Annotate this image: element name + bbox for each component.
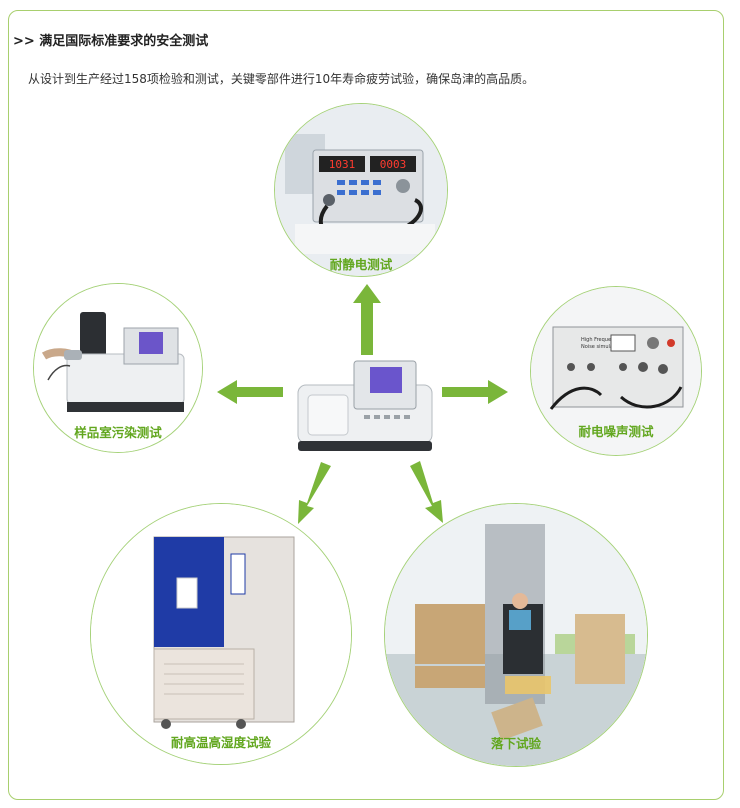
noise-simulator-image: High Frequency Noise simulator [531,287,701,455]
arrow-right [442,380,508,404]
center-spectrophotometer-image [297,360,433,451]
noise-test-circle: High Frequency Noise simulator 耐电噪声测试 [530,286,702,456]
static-tester-image: 1031 0003 [275,104,447,276]
arrow-up [353,284,381,355]
noise-panel-title-1: High Frequency [581,337,620,343]
humidity-test-circle: 耐高温高湿度试验 [90,503,352,765]
static-test-label: 耐静电测试 [329,257,393,272]
humidity-test-label: 耐高温高湿度试验 [170,735,271,750]
noise-test-label: 耐电噪声测试 [578,424,654,439]
noise-panel-title-2: Noise simulator [581,344,621,350]
drop-test-warehouse-image [385,504,647,766]
intro-text: 从设计到生产经过158项检验和测试，关键零部件进行10年寿命疲劳试验，确保岛津的… [28,72,535,86]
section-heading: >> 满足国际标准要求的安全测试 [13,34,209,49]
contamination-tester-image [34,284,202,452]
drop-test-circle: 落下试验 [384,503,648,767]
contamination-test-circle: 样品室污染测试 [33,283,203,453]
drop-test-label: 落下试验 [490,736,541,751]
static-test-circle: 1031 0003 耐静电测试 [274,103,448,277]
static-display-a: 1031 [329,158,356,171]
arrow-left [217,380,283,404]
static-display-b: 0003 [380,158,407,171]
contamination-test-label: 样品室污染测试 [74,425,162,440]
humidity-chamber-image [91,504,351,764]
